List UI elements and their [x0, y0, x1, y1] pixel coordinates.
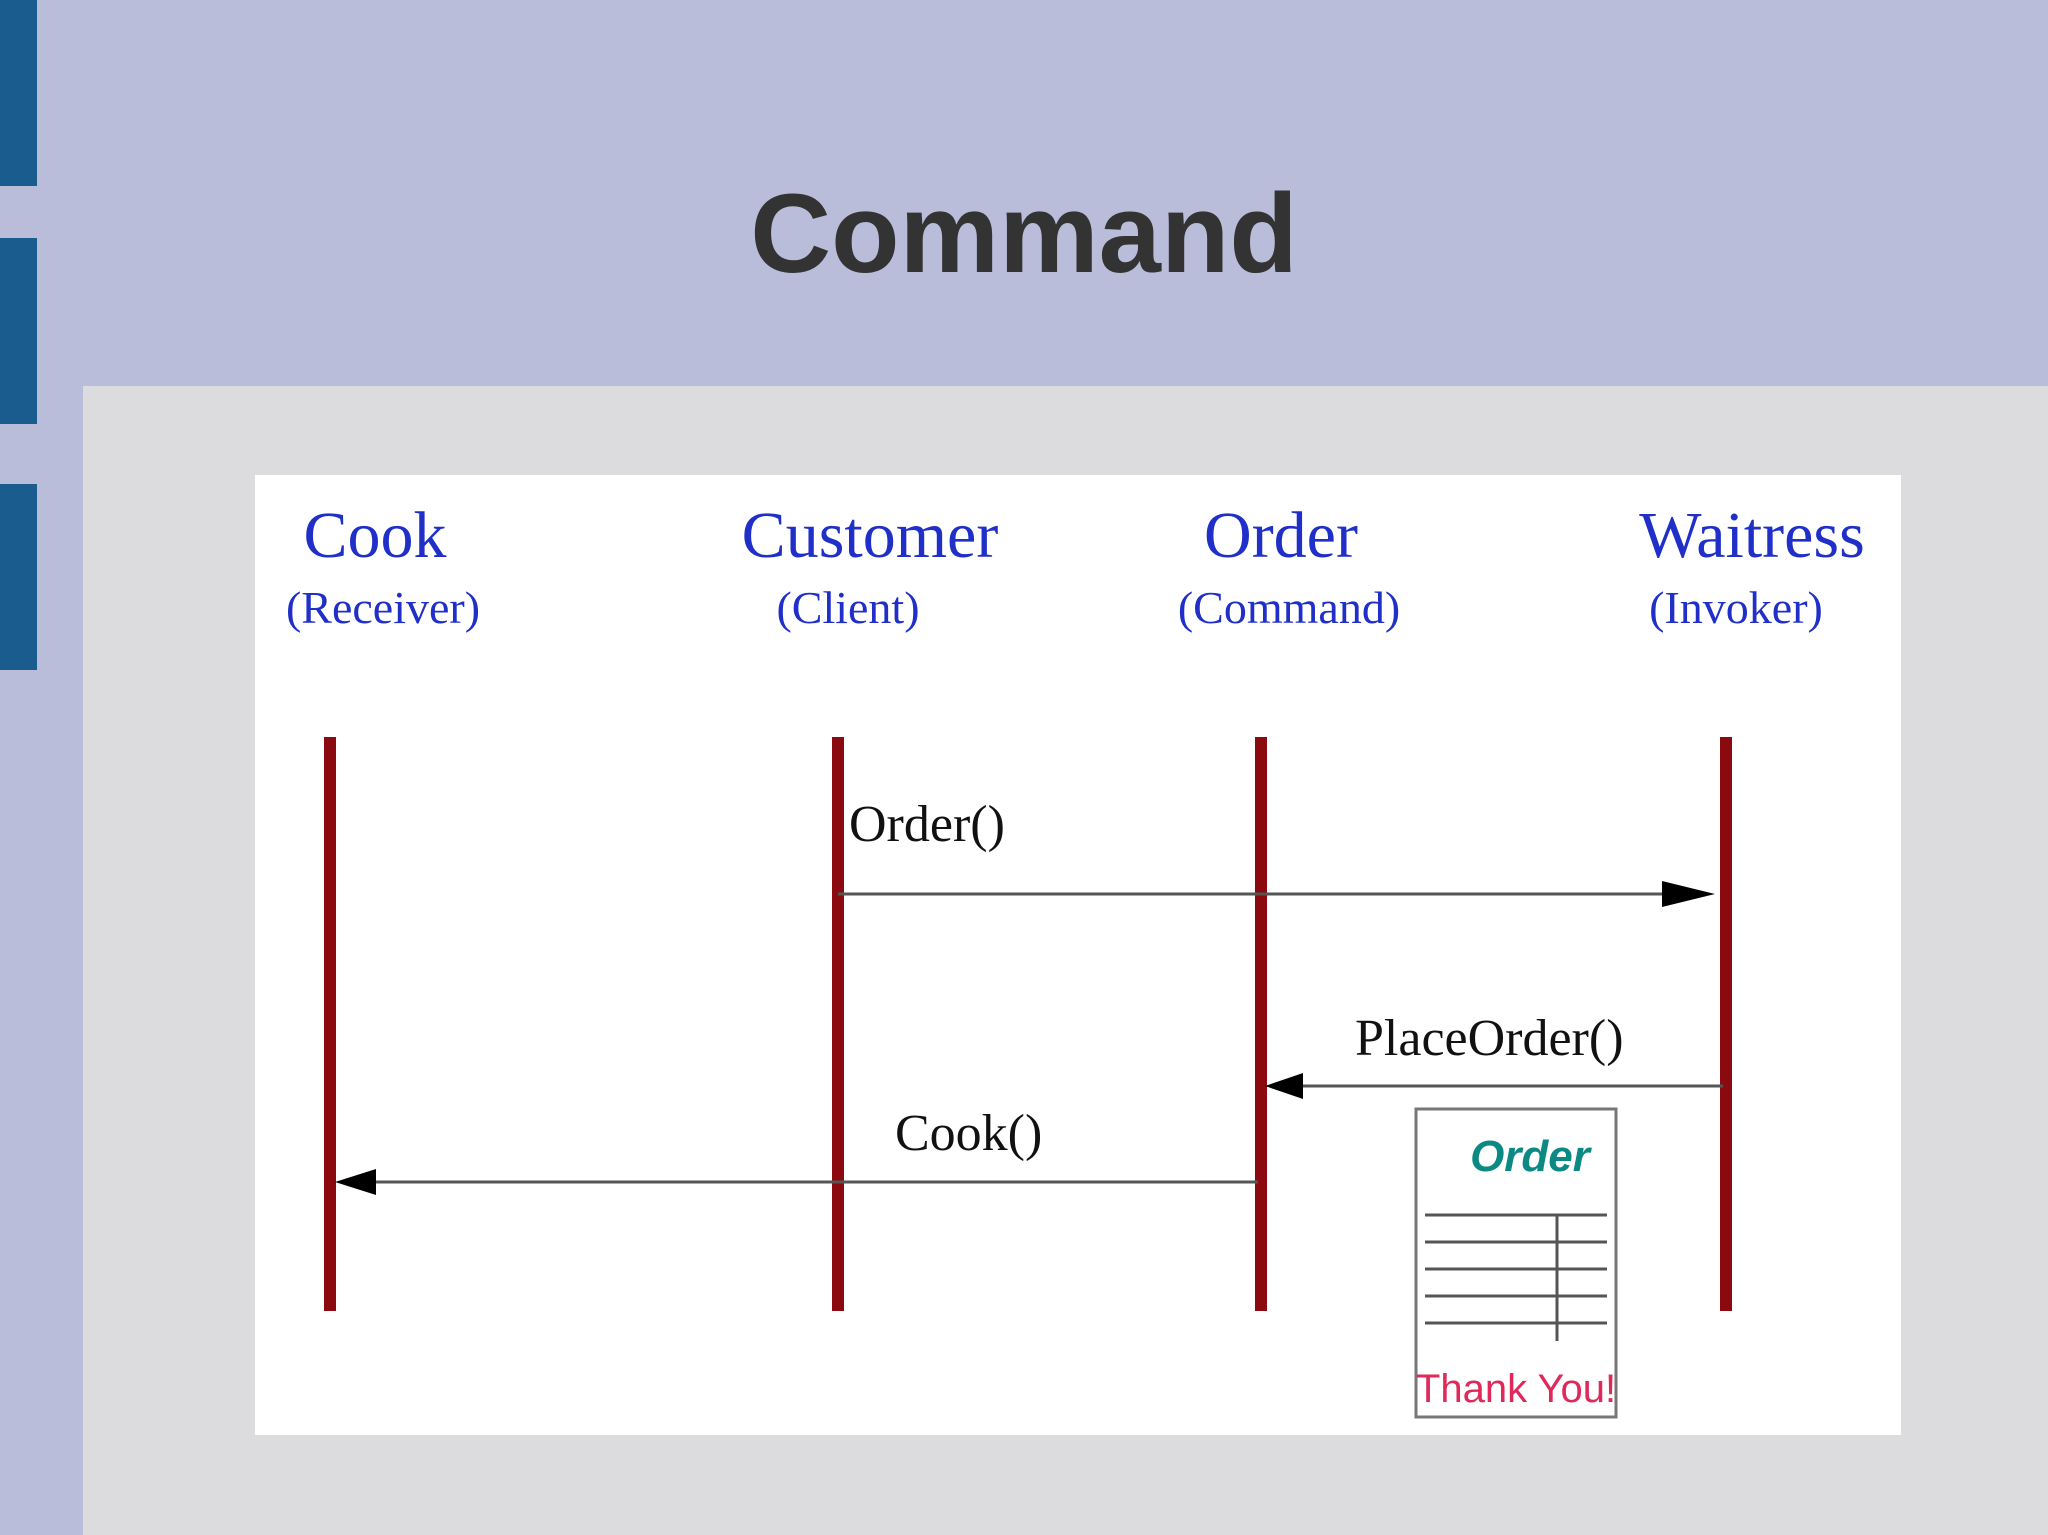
left-accent-bar-middle: [0, 238, 37, 424]
arrowhead-order: [1662, 881, 1715, 907]
participant-role-cook: (Receiver): [286, 582, 480, 633]
left-accent-bar-top: [0, 0, 37, 186]
participant-name-waitress: Waitress: [1639, 499, 1865, 572]
sequence-diagram: Cook (Receiver) Customer (Client) Order …: [255, 475, 1901, 1435]
participant-role-waitress: (Invoker): [1649, 582, 1823, 633]
message-label-cook: Cook(): [895, 1105, 1042, 1162]
participant-name-customer: Customer: [742, 499, 999, 572]
participant-name-cook: Cook: [303, 499, 446, 572]
participant-name-order: Order: [1204, 499, 1358, 572]
message-label-order: Order(): [849, 796, 1005, 853]
participant-role-customer: (Client): [776, 582, 919, 633]
order-slip-title: Order: [1470, 1132, 1593, 1181]
message-label-place-order: PlaceOrder(): [1355, 1010, 1624, 1067]
slide-title: Command: [750, 171, 1298, 296]
arrowhead-cook: [335, 1169, 376, 1195]
order-slip: Order Thank You!: [1414, 1107, 1618, 1419]
arrowhead-place-order: [1265, 1073, 1303, 1099]
left-accent-bar-bottom: [0, 484, 37, 670]
order-slip-footer: Thank You!: [1416, 1367, 1616, 1411]
participant-role-order: (Command): [1178, 582, 1400, 633]
